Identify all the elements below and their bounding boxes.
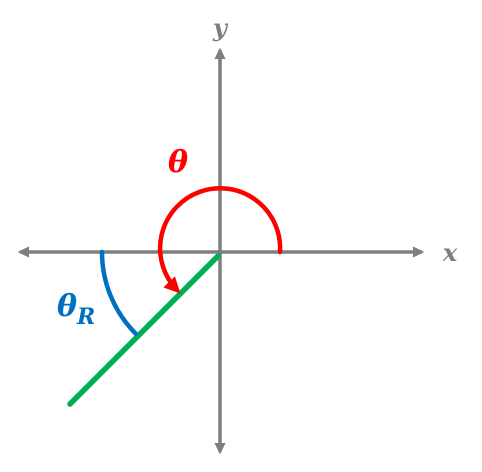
x-axis-label: x — [442, 238, 458, 267]
terminal-side-line — [67, 253, 221, 407]
reference-angle-label-main: θ — [57, 289, 77, 324]
theta-label: θ — [168, 145, 188, 180]
y-axis-label: y — [212, 13, 229, 42]
reference-angle-label: θR — [57, 289, 95, 330]
reference-angle-label-subscript: R — [76, 304, 95, 330]
theta-angle-arc — [157, 186, 283, 294]
reference-angle-arc — [99, 249, 139, 337]
